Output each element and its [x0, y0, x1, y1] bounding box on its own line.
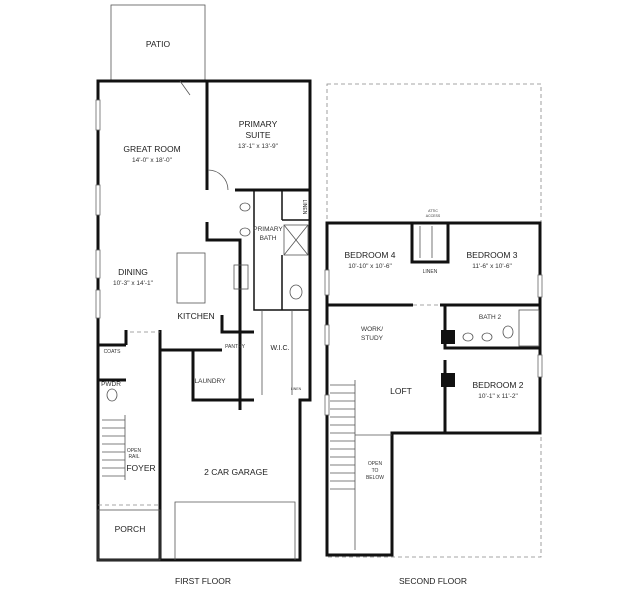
toilet — [106, 388, 118, 402]
shower — [283, 224, 309, 256]
work-label-2: STUDY — [361, 335, 384, 342]
primary-suite-label-2: SUITE — [245, 130, 270, 140]
garage-label: 2 CAR GARAGE — [204, 467, 268, 477]
window — [95, 289, 101, 319]
open-below-label-3: BELOW — [366, 475, 384, 481]
bedroom3-label: BEDROOM 3 — [466, 250, 517, 260]
window — [324, 324, 330, 346]
kitchen-label: KITCHEN — [177, 311, 214, 321]
laundry-label: LAUNDRY — [195, 378, 227, 385]
kitchen-island — [176, 252, 206, 304]
window — [95, 99, 101, 131]
wall — [205, 222, 242, 410]
bedroom2-dim: 10'-1" x 11'-2" — [478, 393, 518, 400]
column — [441, 373, 455, 387]
primary-suite-label-1: PRIMARY — [239, 119, 278, 129]
sink — [239, 227, 251, 237]
closet-walls — [98, 330, 128, 382]
door-swing[interactable] — [207, 169, 229, 191]
first-floor-footprint — [326, 83, 542, 558]
closet-shelves — [419, 226, 433, 258]
primary-suite-dim: 13'-1" x 13'-9" — [238, 143, 279, 150]
first-floor: PATIO GREAT ROOM 14'-0" x 18'-0" PRIMARY… — [95, 4, 312, 586]
great-room-label: GREAT ROOM — [123, 144, 180, 154]
wic-label: W.I.C. — [270, 345, 289, 352]
open-rail-label-2: RAIL — [128, 454, 139, 460]
bedroom2-label: BEDROOM 2 — [472, 380, 523, 390]
bedroom-walls — [327, 223, 540, 307]
window — [537, 274, 543, 298]
sink — [239, 202, 251, 212]
great-room-dim: 14'-0" x 18'-0" — [132, 157, 173, 164]
bath-walls — [253, 190, 310, 311]
column — [441, 330, 455, 344]
interior-walls — [158, 315, 254, 560]
toilet — [502, 325, 514, 339]
pwdr-label: PWDR — [101, 381, 121, 388]
shower-x — [283, 224, 309, 256]
bath-walls — [443, 305, 540, 433]
wic-shelves — [261, 310, 293, 395]
linen-small-label: LINEN — [291, 387, 302, 391]
loft-label: LOFT — [390, 386, 412, 396]
window — [95, 184, 101, 216]
attic-label-1: ATTIC — [428, 209, 438, 213]
bedroom4-dim: 10'-10" x 10'-6" — [348, 263, 392, 270]
sink — [462, 332, 474, 342]
work-label-1: WORK/ — [361, 326, 383, 333]
linen-label: LINEN — [301, 200, 307, 215]
linen-label: LINEN — [423, 269, 438, 275]
attic-label-2: ACCESS — [426, 214, 441, 218]
second-floor: ATTIC ACCESS BEDROOM 4 10'-10" x 10'-6" … — [324, 83, 543, 586]
toilet — [289, 284, 303, 300]
dining-dim: 10'-3" x 14'-1" — [113, 280, 154, 287]
primary-bath-label-2: BATH — [260, 235, 277, 242]
stairs — [102, 415, 126, 480]
first-floor-caption: FIRST FLOOR — [175, 576, 231, 586]
coats-label: COATS — [104, 349, 122, 355]
porch-label: PORCH — [115, 524, 146, 534]
patio-label: PATIO — [146, 39, 171, 49]
patio-door[interactable] — [179, 80, 191, 96]
bedroom3-dim: 11'-6" x 10'-6" — [472, 263, 512, 270]
open-below-label-1: OPEN — [368, 461, 383, 467]
window — [537, 354, 543, 378]
pantry-label: PANTRY — [225, 344, 245, 350]
bathtub — [518, 309, 540, 347]
opening — [98, 331, 160, 506]
stairs — [330, 380, 392, 550]
window — [324, 269, 330, 296]
second-floor-caption: SECOND FLOOR — [399, 576, 467, 586]
foyer-label: FOYER — [126, 463, 155, 473]
primary-bath-label-1: PRIMARY — [253, 226, 283, 233]
bedroom4-label: BEDROOM 4 — [344, 250, 395, 260]
open-below-label-2: TO — [372, 468, 379, 474]
open-rail-label-1: OPEN — [127, 448, 142, 454]
exterior-walls — [325, 221, 542, 557]
window — [324, 394, 330, 416]
garage-door[interactable] — [174, 501, 296, 560]
window — [95, 249, 101, 279]
sink — [481, 332, 493, 342]
dining-label: DINING — [118, 267, 148, 277]
porch-outline — [97, 509, 161, 561]
bath2-label: BATH 2 — [479, 314, 502, 321]
range — [233, 264, 249, 290]
